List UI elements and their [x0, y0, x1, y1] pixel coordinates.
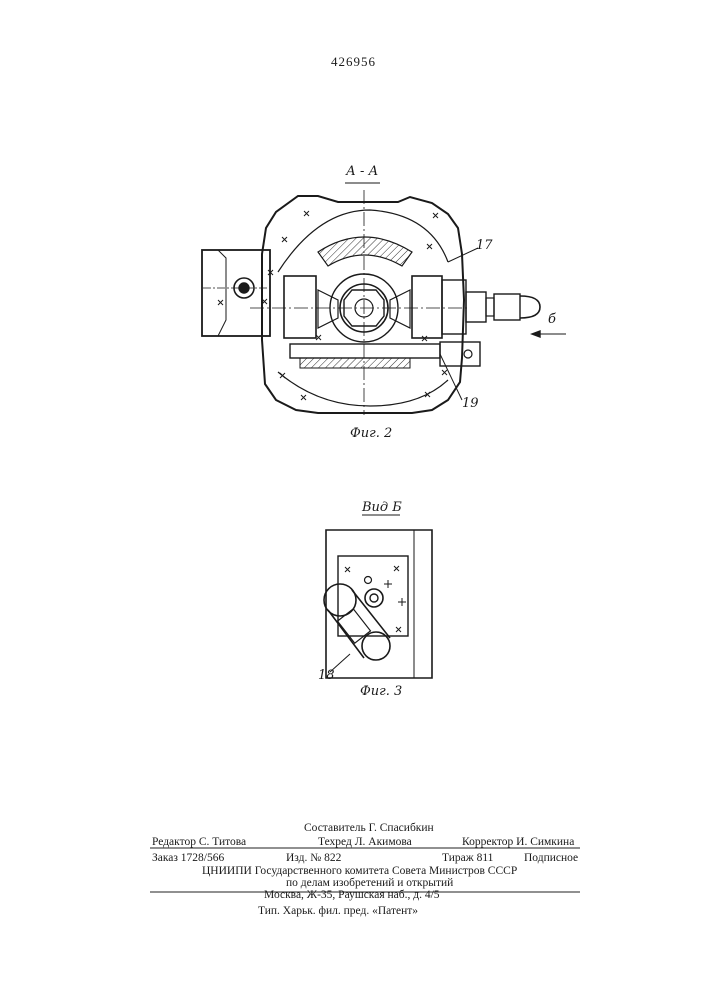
figure-2-caption: Фиг. 2: [350, 426, 392, 441]
printer: Тип. Харьк. фил. пред. «Патент»: [258, 905, 418, 918]
institute-line-3: Москва, Ж-35, Раушская наб., д. 4/5: [264, 889, 440, 902]
corrector: Корректор И. Симкина: [462, 836, 574, 849]
editor: Редактор С. Титова: [152, 836, 246, 849]
figure-3-caption: Фиг. 3: [360, 684, 402, 699]
circulation: Тираж 811: [442, 852, 493, 865]
callout-19: 19: [462, 396, 479, 411]
order-number: Заказ 1728/566: [152, 852, 224, 865]
view-label: Вид Б: [362, 500, 402, 515]
subscription: Подписное: [524, 852, 578, 865]
figure-3-drawing: [324, 515, 432, 678]
housing-outline: [262, 196, 464, 413]
compiler: Составитель Г. Спасибкин: [304, 822, 434, 835]
callout-17: 17: [476, 238, 493, 253]
view-arrow-label: б: [548, 312, 556, 327]
edition-number: Изд. № 822: [286, 852, 341, 865]
view-b-frame: [326, 530, 432, 678]
figure-2-drawing: [202, 183, 566, 415]
section-label: А - А: [346, 164, 378, 179]
techred: Техред Л. Акимова: [318, 836, 412, 849]
callout-18: 18: [318, 668, 335, 683]
